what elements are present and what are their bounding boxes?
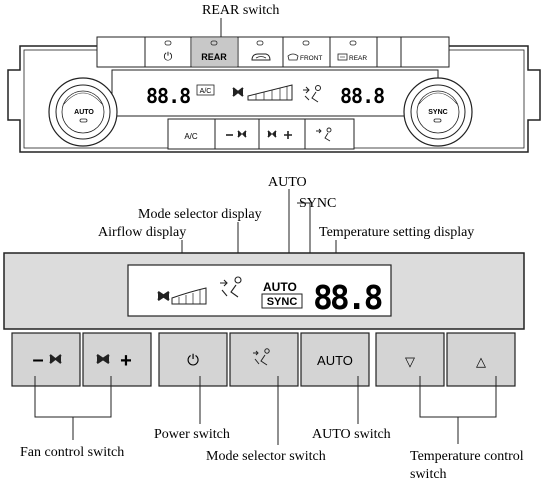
temp-up-button[interactable]: △ — [446, 332, 516, 387]
power-icon: ⏻ — [164, 51, 173, 63]
front-defrost-icon — [287, 53, 299, 61]
fan-icon — [96, 354, 110, 364]
top-bottom-button-row — [167, 118, 355, 150]
auto-button-label: AUTO — [317, 353, 353, 368]
auto-button[interactable]: AUTO — [300, 332, 370, 387]
top-front-defrost-button[interactable]: FRONT — [287, 40, 322, 62]
top-climate-panel: ⏻ REAR FRONT REAR — [7, 36, 541, 153]
temperature-control-switch-callout-line2: switch — [410, 467, 447, 482]
bottom-mode-display-icon — [220, 276, 242, 298]
indicator-led — [256, 40, 264, 46]
bottom-climate-panel: AUTO SYNC 88.8 – + ⏻ — [3, 252, 525, 387]
top-fan-icon — [232, 87, 244, 97]
indicator-led — [302, 40, 310, 46]
top-fan-up-button[interactable] — [267, 130, 292, 139]
fan-up-button[interactable]: + — [82, 332, 152, 387]
top-mode-button[interactable] — [316, 127, 332, 142]
front-defrost-label: FRONT — [300, 55, 322, 62]
right-temp-readout: 88.8 — [340, 84, 384, 108]
fan-icon — [49, 354, 62, 364]
temp-down-icon: ▽ — [405, 354, 415, 369]
indicator-led — [210, 40, 218, 46]
top-display — [111, 69, 439, 117]
temperature-control-switch-callout-line1: Temperature control — [410, 449, 524, 464]
indicator-led — [349, 40, 357, 46]
rear-button-highlight — [192, 38, 237, 66]
airflow-display-callout: Airflow display — [98, 225, 186, 240]
temp-up-icon: △ — [476, 354, 486, 369]
rear-defrost-icon — [337, 53, 348, 61]
left-dial-label: AUTO — [74, 109, 94, 116]
display-auto-text: AUTO — [263, 280, 297, 294]
left-auto-dial[interactable]: AUTO — [48, 77, 118, 147]
rear-button-label: REAR — [201, 52, 227, 62]
plus-icon — [284, 131, 292, 139]
ac-indicator: A/C — [200, 88, 212, 95]
bottom-airflow-bars-icon — [171, 287, 207, 305]
display-sync-text: SYNC — [267, 296, 298, 308]
indicator-led — [164, 40, 172, 46]
auto-switch-callout: AUTO switch — [312, 427, 391, 442]
top-airflow-bars-icon — [247, 84, 293, 101]
power-switch-callout: Power switch — [154, 427, 230, 442]
fan-down-button[interactable]: – — [11, 332, 81, 387]
power-icon: ⏻ — [187, 352, 199, 369]
rear-defrost-label: REAR — [349, 55, 367, 62]
temperature-setting-display-callout: Temperature setting display — [319, 225, 474, 240]
fan-icon — [267, 130, 277, 138]
top-ac-button[interactable]: A/C — [184, 132, 198, 141]
bottom-fan-icon — [157, 291, 170, 301]
fan-icon — [237, 130, 247, 138]
mode-selector-display-callout: Mode selector display — [138, 207, 262, 222]
top-rear-button[interactable]: REAR — [192, 38, 237, 66]
right-dial-label: SYNC — [428, 109, 447, 116]
plus-icon: + — [120, 350, 132, 372]
rear-switch-callout: REAR switch — [202, 3, 279, 18]
mode-selector-switch-callout: Mode selector switch — [206, 449, 326, 464]
top-mode-icon — [303, 85, 321, 103]
top-recirculation-button[interactable] — [251, 40, 271, 61]
bottom-display — [127, 264, 392, 317]
display-temp-readout: 88.8 — [313, 278, 382, 317]
indicator-led — [433, 118, 442, 123]
top-fan-down-button[interactable] — [226, 130, 247, 138]
recirculation-icon — [251, 53, 271, 61]
sync-callout: SYNC — [299, 196, 336, 211]
power-button[interactable]: ⏻ — [158, 332, 228, 387]
minus-icon: – — [32, 349, 43, 371]
fan-control-switch-callout: Fan control switch — [20, 445, 124, 460]
right-sync-dial[interactable]: SYNC — [403, 77, 473, 147]
top-rear-defrost-button[interactable]: REAR — [337, 40, 367, 62]
mode-icon — [253, 348, 270, 366]
indicator-led — [79, 118, 88, 123]
auto-callout: AUTO — [268, 175, 307, 190]
temp-down-button[interactable]: ▽ — [375, 332, 445, 387]
left-temp-readout: 88.8 — [146, 84, 190, 108]
top-power-button[interactable]: ⏻ — [146, 38, 190, 66]
mode-selector-button[interactable] — [229, 332, 299, 387]
